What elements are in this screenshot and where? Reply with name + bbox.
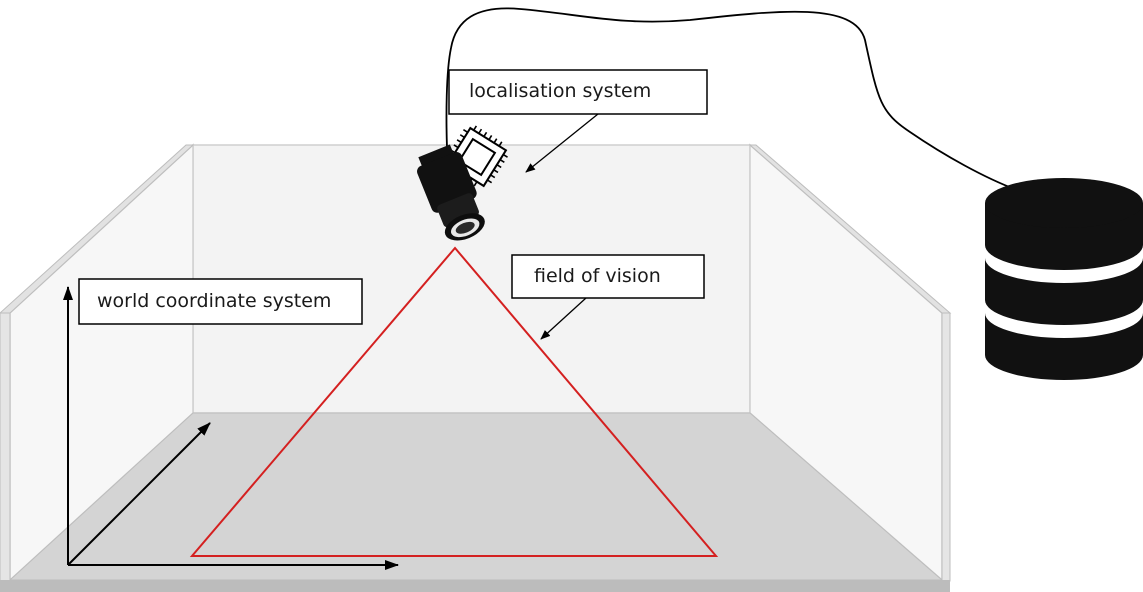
world-axes (63, 286, 399, 570)
right-wall-edge (941, 312, 951, 582)
field-of-vision-triangle (189, 246, 719, 557)
left-wall-edge (0, 312, 11, 582)
database-icon (985, 178, 1143, 380)
field-of-vision-callout: field of vision (511, 254, 705, 340)
localisation-system-callout: localisation system (448, 69, 708, 173)
localisation-system-label: localisation system (469, 80, 651, 102)
axis-y (67, 422, 211, 566)
field-of-vision-arrow (540, 297, 587, 340)
localisation-system-arrow (525, 113, 599, 173)
camera-icon (417, 125, 508, 241)
data-cable (445, 7, 1018, 191)
field-of-vision-label: field of vision (534, 265, 661, 287)
room (0, 143, 952, 592)
floor-front-edge (0, 580, 950, 592)
world-coordinate-system-label: world coordinate system (97, 290, 331, 312)
world-coordinate-system-callout: world coordinate system (78, 278, 363, 325)
